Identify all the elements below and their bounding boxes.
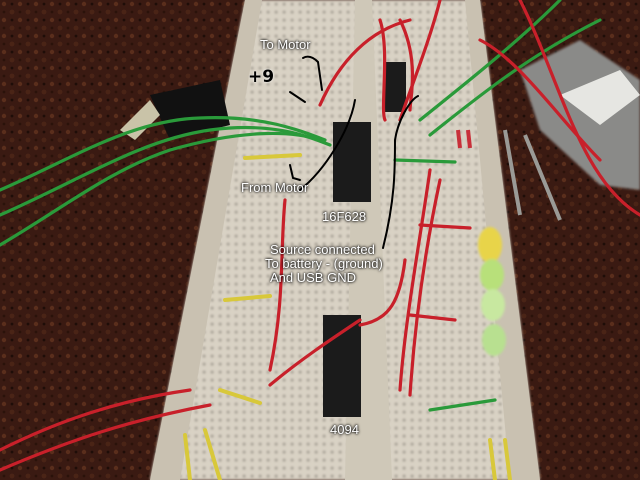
plus-nine-label: +9 <box>248 67 275 87</box>
small-component <box>384 62 406 112</box>
source-note-line-2: To battery - (ground) <box>265 256 383 271</box>
chip-16f628 <box>333 122 371 202</box>
left-power-rail <box>150 0 262 480</box>
chip-4094-label: 4094 <box>330 422 359 437</box>
annotation-strokes <box>289 55 419 249</box>
device-left <box>150 80 230 140</box>
leds <box>478 227 506 356</box>
green-wires <box>0 0 602 412</box>
right-power-rail <box>465 0 540 480</box>
source-note-line-1: Source connected <box>270 242 375 257</box>
from-motor-label: From Motor <box>241 180 309 195</box>
chip-16f628-label: 16F628 <box>322 209 367 224</box>
to-motor-label: To Motor <box>260 37 311 52</box>
source-note-line-3: And USB GND <box>270 270 356 285</box>
yellow-components <box>183 153 512 480</box>
